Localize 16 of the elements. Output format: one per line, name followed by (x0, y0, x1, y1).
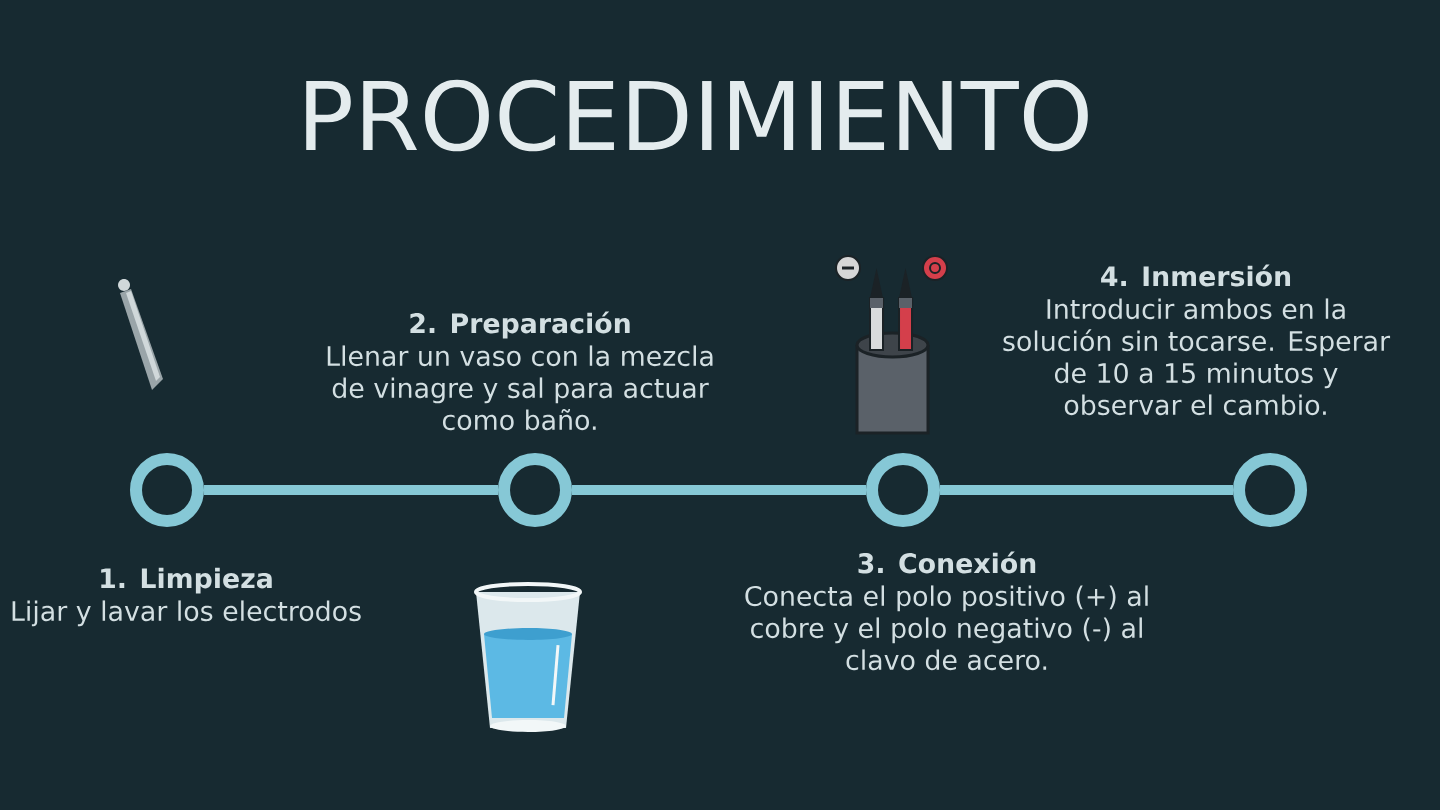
connector-line (940, 485, 1233, 495)
step-heading: 3. Conexión (858, 551, 1036, 574)
step-description: Lijar y lavar los electrodos (12, 600, 361, 627)
connector-line (572, 485, 866, 495)
title: PROCEDIMIENTO (306, 79, 1088, 152)
step-circle (866, 453, 940, 527)
step-heading: 4. Inmersión (1101, 264, 1291, 287)
step-heading: 1. Limpieza (101, 567, 272, 594)
step-circle (1233, 453, 1307, 527)
step-description: Conecta el polo positivo (+) al cobre y el polo negativo (-) al clavo de acero. (745, 585, 1148, 671)
step-description: Introducir ambos en la solución sin tocarse. Esperar de 10 a 15 minutos y observar el cambio. (1003, 298, 1391, 416)
step-circle (130, 453, 204, 527)
step-heading: 2. Preparación (410, 311, 630, 339)
connector-line (204, 485, 498, 495)
step-circle (498, 453, 572, 527)
step-description: Llenar un vaso con la mezcla de vinagre y sal para actuar como baño. (327, 345, 713, 431)
